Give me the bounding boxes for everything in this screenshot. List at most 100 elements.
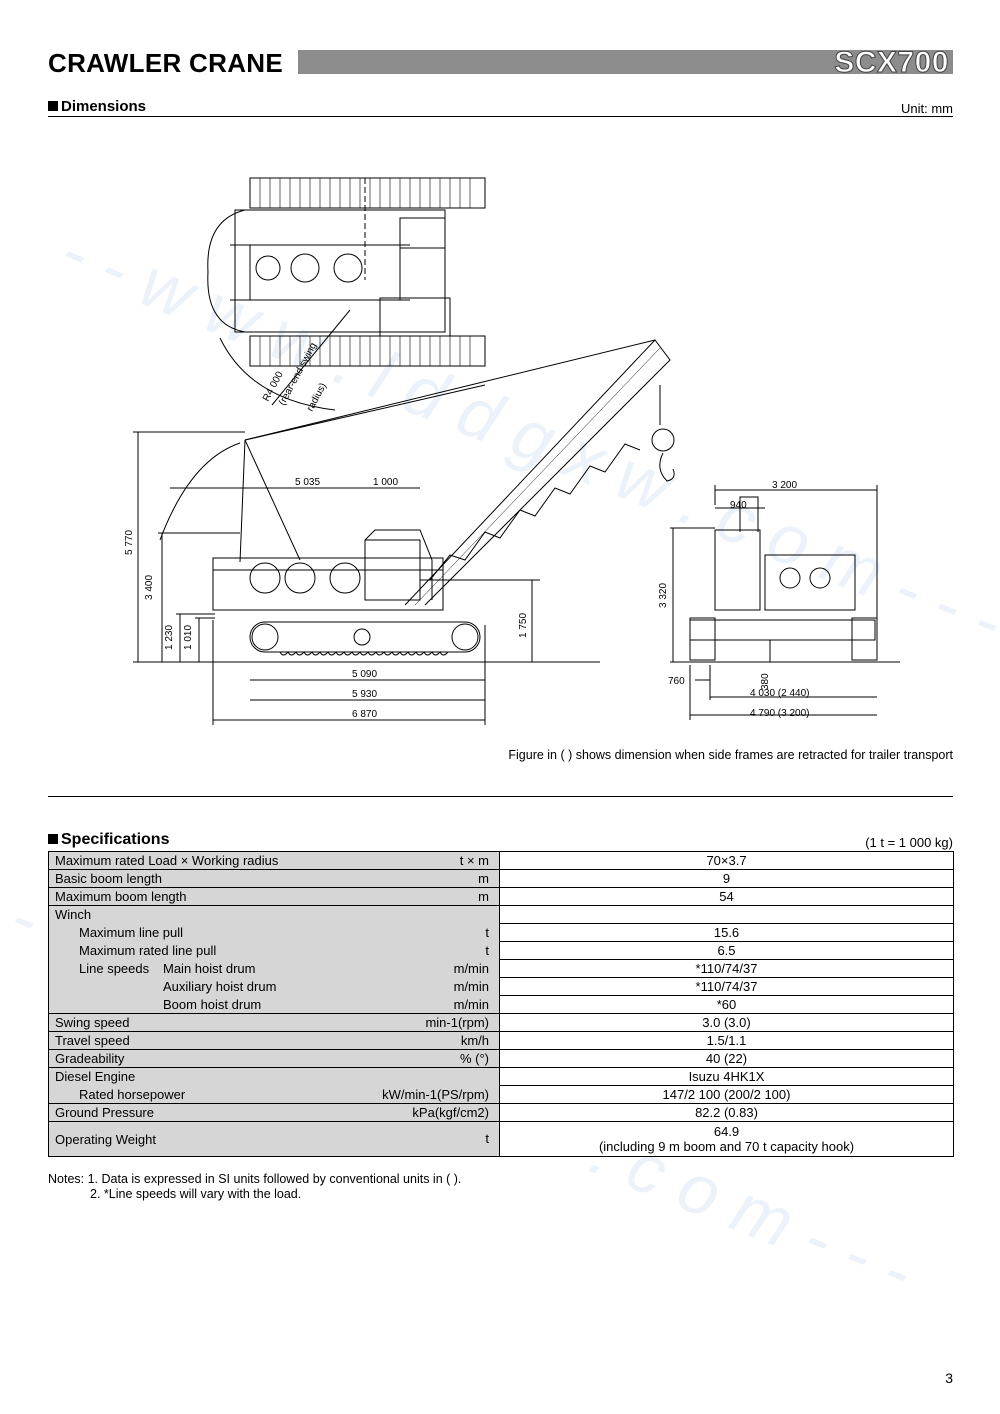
row-unit: m bbox=[478, 889, 489, 904]
row-unit: t bbox=[485, 942, 489, 958]
row-unit: m/min bbox=[453, 978, 489, 994]
row-unit: t × m bbox=[459, 853, 489, 868]
row-label: Swing speed bbox=[55, 1015, 130, 1030]
row-label: Auxiliary hoist drum bbox=[163, 979, 277, 994]
bullet-square-icon bbox=[48, 834, 58, 844]
dimensions-unit: Unit: mm bbox=[901, 101, 953, 116]
label-4790: 4 790 (3 200) bbox=[750, 708, 810, 719]
model-bar: SCX700 bbox=[298, 46, 953, 80]
row-value: Isuzu 4HK1X bbox=[499, 1067, 954, 1086]
row-value: 82.2 (0.83) bbox=[499, 1103, 954, 1122]
table-row: Winch bbox=[48, 905, 954, 924]
table-row: Maximum rated Load × Working radius t × m… bbox=[48, 851, 954, 870]
row-unit: m bbox=[478, 871, 489, 886]
notes: Notes: 1. Data is expressed in SI units … bbox=[48, 1172, 461, 1202]
label-380: 380 bbox=[760, 673, 771, 690]
row-label: Rated horsepower bbox=[79, 1086, 186, 1102]
page-number: 3 bbox=[945, 1370, 953, 1386]
label-760: 760 bbox=[668, 676, 685, 687]
row-value: *110/74/37 bbox=[499, 977, 954, 996]
row-unit: km/h bbox=[460, 1033, 489, 1048]
row-value bbox=[499, 905, 954, 924]
row-unit: % (°) bbox=[459, 1051, 489, 1066]
table-row: Diesel Engine Isuzu 4HK1X bbox=[48, 1067, 954, 1086]
table-row: Maximum rated line pull t 6.5 bbox=[48, 941, 954, 960]
row-label: Maximum boom length bbox=[55, 889, 187, 904]
label-1000: 1 000 bbox=[373, 477, 398, 488]
row-unit: m/min bbox=[453, 960, 489, 976]
note-1: Notes: 1. Data is expressed in SI units … bbox=[48, 1172, 462, 1186]
model-name: SCX700 bbox=[834, 46, 949, 80]
label-4030: 4 030 (2 440) bbox=[750, 688, 810, 699]
row-unit: min-1(rpm) bbox=[425, 1015, 489, 1030]
row-unit: t bbox=[485, 1131, 489, 1146]
divider bbox=[48, 796, 953, 797]
label-3200: 3 200 bbox=[772, 480, 797, 491]
note-2: 2. *Line speeds will vary with the load. bbox=[90, 1187, 302, 1201]
row-label: Travel speed bbox=[55, 1033, 130, 1048]
specifications-heading: Specifications (1 t = 1 000 kg) bbox=[48, 830, 953, 850]
row-unit: kPa(kgf/cm2) bbox=[412, 1105, 489, 1120]
row-value: 40 (22) bbox=[499, 1049, 954, 1068]
table-row: Swing speed min-1(rpm) 3.0 (3.0) bbox=[48, 1013, 954, 1032]
page-title: CRAWLER CRANE bbox=[48, 48, 284, 78]
row-value-note: (including 9 m boom and 70 t capacity ho… bbox=[598, 1139, 855, 1154]
row-label: Gradeability bbox=[55, 1051, 125, 1066]
row-label: Operating Weight bbox=[55, 1131, 156, 1147]
label-5930: 5 930 bbox=[352, 689, 377, 700]
table-row: Line speeds Main hoist drum m/min *110/74/… bbox=[48, 959, 954, 978]
table-row: Boom hoist drum m/min *60 bbox=[48, 995, 954, 1014]
crane-dimension-drawing: R4 000 (rear-end swing radius) bbox=[124, 177, 900, 725]
label-1230: 1 230 bbox=[164, 625, 175, 650]
row-label: Maximum line pull bbox=[79, 925, 184, 940]
table-row: Maximum line pull t 15.6 bbox=[48, 923, 954, 942]
row-unit: t bbox=[485, 924, 489, 940]
label-3320: 3 320 bbox=[658, 583, 669, 608]
row-value: 54 bbox=[499, 887, 954, 906]
row-value: 64.9 bbox=[713, 1124, 740, 1139]
dimensions-heading: Dimensions Unit: mm bbox=[48, 96, 953, 117]
bullet-square-icon bbox=[48, 101, 58, 111]
row-value: 9 bbox=[499, 869, 954, 888]
row-value: 3.0 (3.0) bbox=[499, 1013, 954, 1032]
row-label: Maximum rated Load × Working radius bbox=[55, 853, 279, 868]
row-label: Ground Pressure bbox=[55, 1105, 154, 1120]
row-unit: m/min bbox=[453, 996, 489, 1012]
specifications-unit: (1 t = 1 000 kg) bbox=[865, 835, 953, 850]
page-header: CRAWLER CRANE SCX700 bbox=[48, 44, 953, 80]
row-value: *60 bbox=[499, 995, 954, 1014]
table-row: Gradeability % (°) 40 (22) bbox=[48, 1049, 954, 1068]
table-row: Operating Weight t 64.9(including 9 m boo… bbox=[48, 1121, 954, 1157]
table-row: Maximum boom length m 54 bbox=[48, 887, 954, 906]
row-unit: kW/min-1(PS/rpm) bbox=[382, 1086, 489, 1102]
dimensions-title: Dimensions bbox=[61, 98, 147, 115]
specifications-title: Specifications bbox=[61, 831, 170, 848]
specifications-table: Maximum rated Load × Working radius t × m… bbox=[48, 851, 954, 1157]
label-1010: 1 010 bbox=[183, 625, 194, 650]
row-label: Boom hoist drum bbox=[163, 996, 262, 1012]
table-row: Ground Pressure kPa(kgf/cm2) 82.2 (0.83) bbox=[48, 1103, 954, 1122]
row-value: 6.5 bbox=[499, 941, 954, 960]
label-3400: 3 400 bbox=[144, 575, 155, 600]
label-1750: 1 750 bbox=[518, 613, 529, 638]
table-row: Auxiliary hoist drum m/min *110/74/37 bbox=[48, 977, 954, 996]
label-5770: 5 770 bbox=[124, 530, 135, 555]
row-value: *110/74/37 bbox=[499, 959, 954, 978]
row-value: 1.5/1.1 bbox=[499, 1031, 954, 1050]
figure-caption: Figure in ( ) shows dimension when side … bbox=[508, 748, 953, 762]
label-5090: 5 090 bbox=[352, 669, 377, 680]
table-row: Rated horsepower kW/min-1(PS/rpm) 147/2 1… bbox=[48, 1085, 954, 1104]
row-value: 147/2 100 (200/2 100) bbox=[499, 1085, 954, 1104]
row-sublabel: Line speeds bbox=[79, 961, 150, 976]
label-940: 940 bbox=[730, 500, 747, 511]
row-label: Maximum rated line pull bbox=[79, 943, 217, 958]
table-row: Travel speed km/h 1.5/1.1 bbox=[48, 1031, 954, 1050]
table-row: Basic boom length m 9 bbox=[48, 869, 954, 888]
row-label: Basic boom length bbox=[55, 871, 162, 886]
row-value: 15.6 bbox=[499, 923, 954, 942]
row-label: Main hoist drum bbox=[163, 961, 256, 976]
row-value: 70×3.7 bbox=[499, 851, 954, 870]
label-5035: 5 035 bbox=[295, 477, 320, 488]
row-label: Winch bbox=[55, 907, 92, 923]
row-label: Diesel Engine bbox=[55, 1069, 136, 1085]
